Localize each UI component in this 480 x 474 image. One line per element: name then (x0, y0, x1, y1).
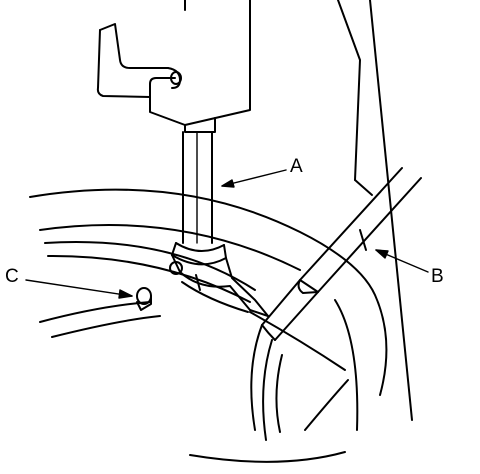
tire-wheel (29, 188, 388, 463)
callout-label-b: B (431, 266, 444, 287)
callout-label-c: C (5, 266, 19, 287)
machine-tower (337, 0, 413, 421)
valve-stem (136, 287, 152, 311)
callout-label-a: A (290, 156, 303, 177)
arrowhead-b (375, 249, 389, 259)
arrowhead-c (118, 289, 133, 299)
tire-lever (261, 167, 422, 341)
vertical-shaft (182, 131, 213, 244)
machine-housing (96, 0, 251, 133)
leader-c (25, 279, 133, 297)
mount-head (169, 242, 269, 317)
callout-leaders (25, 169, 429, 299)
arrowhead-a (221, 179, 235, 188)
